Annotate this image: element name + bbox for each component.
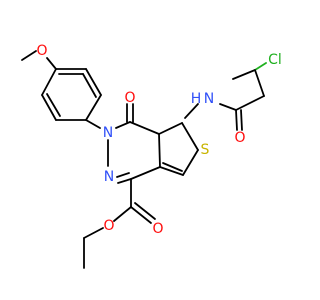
bond — [85, 68, 102, 96]
bond — [85, 119, 101, 129]
bond — [134, 202, 156, 220]
atom-o-ester-carbonyl: O — [152, 221, 163, 237]
atom-n-amide: N — [204, 91, 214, 107]
bond — [182, 149, 199, 176]
bond — [159, 166, 184, 176]
atom-o-keto: O — [124, 90, 135, 106]
atom-s-ring: S — [201, 142, 210, 158]
bond — [219, 103, 237, 111]
bond — [184, 103, 199, 119]
bond — [117, 178, 132, 184]
atom-o-ester-link: O — [103, 218, 114, 234]
bond — [41, 94, 57, 121]
bond — [240, 109, 243, 131]
bond — [46, 93, 61, 117]
bond — [116, 172, 130, 178]
atom-labels: Cl O O O O O N H N N S — [36, 43, 281, 237]
bond — [158, 133, 161, 168]
bond — [46, 57, 57, 70]
bond — [254, 62, 267, 71]
atom-h-amide: H — [191, 91, 202, 107]
bond — [82, 73, 97, 98]
bond — [130, 206, 152, 224]
bond — [181, 122, 199, 151]
bond — [21, 50, 37, 61]
bond — [235, 109, 238, 131]
bond — [158, 122, 183, 135]
bond — [130, 166, 161, 180]
bond — [162, 162, 183, 172]
atom-n-ring-upper: N — [103, 125, 113, 141]
molecule-structure-diagram: Cl O O O O O N H N N S — [21, 43, 282, 269]
bond — [83, 227, 104, 239]
atom-o-amide: O — [234, 130, 245, 146]
bond — [115, 121, 131, 129]
bond — [254, 69, 265, 97]
bond — [232, 69, 256, 80]
bond — [113, 206, 132, 222]
bond — [85, 94, 102, 121]
atom-o-ether: O — [36, 43, 47, 59]
bond — [41, 68, 57, 96]
bonds — [21, 50, 267, 269]
bond — [235, 95, 265, 111]
atom-n-ring-lower: N — [104, 169, 114, 185]
atom-cl: Cl — [268, 52, 282, 68]
bond — [129, 121, 160, 135]
